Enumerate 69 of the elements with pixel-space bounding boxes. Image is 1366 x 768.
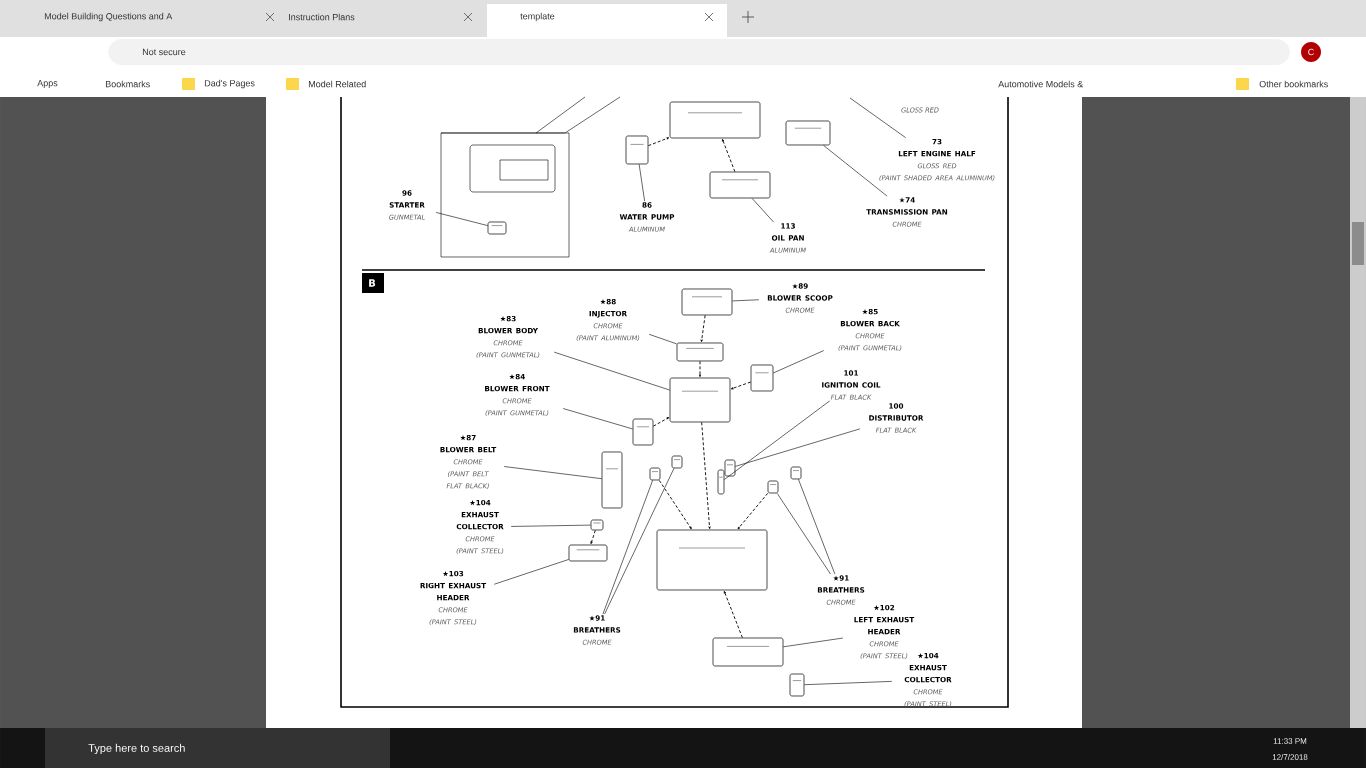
part-drawing bbox=[487, 221, 507, 235]
leader-line bbox=[493, 559, 569, 585]
leader-line bbox=[849, 97, 906, 138]
part-drawing bbox=[709, 171, 771, 199]
assembly-arrow bbox=[698, 360, 702, 378]
part-drawing bbox=[717, 469, 725, 495]
leader-line bbox=[751, 198, 774, 223]
assembly-arrow bbox=[701, 421, 711, 530]
leader-line bbox=[776, 493, 831, 575]
part-drawing bbox=[649, 467, 661, 481]
part-drawing bbox=[789, 673, 805, 697]
leader-line bbox=[648, 334, 677, 345]
bookmark-link: Bookmarks bbox=[105, 80, 150, 88]
part-drawing bbox=[568, 544, 608, 562]
part-drawing bbox=[632, 418, 654, 446]
leader-line bbox=[798, 479, 836, 575]
assembly-arrow bbox=[652, 417, 670, 427]
leader-line bbox=[804, 681, 893, 685]
part-drawing bbox=[601, 451, 623, 509]
leader-line bbox=[510, 524, 591, 527]
part-drawing bbox=[590, 519, 604, 531]
assembly-arrow bbox=[737, 492, 769, 530]
assembly-arrow bbox=[590, 529, 596, 545]
part-drawing bbox=[676, 342, 724, 362]
assembly-arrow bbox=[722, 138, 736, 173]
leader-line bbox=[823, 145, 888, 197]
part-drawing bbox=[681, 288, 733, 316]
leader-line bbox=[602, 480, 653, 615]
clock-time: 11:33 PM bbox=[1273, 738, 1307, 744]
leader-line bbox=[553, 351, 670, 391]
leader-line bbox=[735, 428, 861, 467]
leader-line bbox=[773, 350, 825, 374]
part-drawing bbox=[712, 637, 784, 667]
step-letter: B bbox=[369, 279, 376, 287]
part-drawing bbox=[669, 377, 731, 423]
leader-line bbox=[503, 466, 602, 479]
bookmark-link: Automotive Models & bbox=[998, 80, 1084, 88]
leader-line bbox=[604, 468, 675, 615]
part-drawing bbox=[625, 135, 649, 165]
bookmark-link: Other bookmarks bbox=[1259, 80, 1328, 88]
leader-line bbox=[732, 299, 760, 302]
part-drawing bbox=[767, 480, 779, 494]
part-drawing bbox=[656, 529, 768, 591]
tab-title: Instruction Plans bbox=[289, 13, 355, 21]
tab-title: Model Building Questions and A bbox=[44, 12, 173, 22]
assembly-arrow bbox=[658, 479, 692, 530]
clock-date: 12/7/2018 bbox=[1272, 754, 1308, 760]
assembly-arrow bbox=[647, 137, 670, 147]
assembly-arrow bbox=[723, 590, 743, 639]
tab-title: template bbox=[520, 12, 555, 22]
bookmark-link: Apps bbox=[37, 79, 58, 89]
security-status-text: Not secure bbox=[142, 48, 186, 56]
assembly-arrow bbox=[700, 314, 706, 343]
avatar-letter: C bbox=[1308, 48, 1314, 56]
leader-line bbox=[783, 637, 844, 648]
part-drawing bbox=[750, 364, 774, 392]
bookmark-link: Model Related bbox=[308, 80, 366, 88]
part-drawing bbox=[785, 120, 831, 146]
leader-line bbox=[435, 212, 488, 226]
assembly-arrow bbox=[730, 381, 752, 390]
leader-line bbox=[724, 400, 830, 480]
leader-line bbox=[562, 408, 633, 430]
part-drawing bbox=[671, 455, 683, 469]
search-field: Type here to search bbox=[88, 743, 185, 755]
part-drawing bbox=[669, 101, 761, 139]
bookmark-link: Dad's Pages bbox=[204, 79, 255, 89]
leader-line bbox=[638, 164, 645, 202]
part-drawing bbox=[724, 459, 736, 477]
part-drawing bbox=[790, 466, 802, 480]
